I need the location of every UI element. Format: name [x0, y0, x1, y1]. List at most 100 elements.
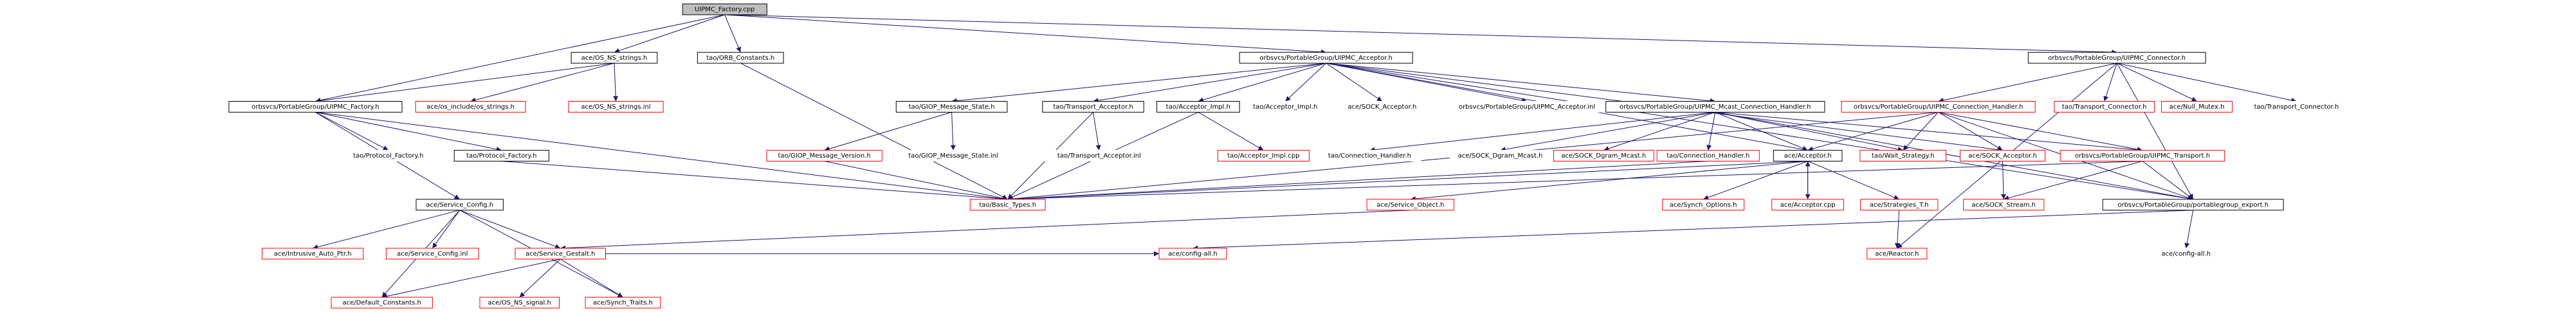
node-label: ace/Intrusive_Auto_Ptr.h [274, 251, 352, 258]
node-protocol-factory-plain[interactable]: tao/Protocol_Factory.h [340, 150, 436, 162]
node-label: tao/Acceptor_Impl.h [1253, 104, 1317, 111]
edge-uipmc_acceptor-to-pg_export [1326, 62, 2193, 201]
edge-acceptor_impl_h-to-acceptor_impl_cpp [1198, 111, 1264, 151]
node-label: orbsvcs/PortableGroup/UIPMC_Mcast_Connec… [1620, 104, 1811, 111]
node-default-constants[interactable]: ace/Default_Constants.h [331, 297, 433, 309]
edge-service_config-to-service_config_inl [432, 210, 461, 249]
node-label: tao/GIOP_Message_Version.h [778, 152, 870, 160]
edge-root-to-uipmc_acceptor [724, 14, 1326, 55]
node-wait-strategy[interactable]: tao/Wait_Strategy.h [1859, 150, 1947, 162]
node-label: tao/Protocol_Factory.h [466, 152, 536, 160]
node-transport-connector-plain[interactable]: tao/Transport_Connector.h [2245, 101, 2348, 113]
node-transport-connector[interactable]: tao/Transport_Connector.h [2054, 101, 2155, 113]
node-label: ace/Service_Gestalt.h [525, 251, 595, 258]
node-label: tao/Transport_Connector.h [2062, 104, 2147, 111]
node-ns-strings-inl[interactable]: ace/OS_NS_strings.inl [568, 101, 664, 113]
node-uipmc-factory-h[interactable]: orbsvcs/PortableGroup/UIPMC_Factory.h [228, 101, 403, 113]
node-basic-types[interactable]: tao/Basic_Types.h [969, 199, 1046, 211]
node-mcast-handler[interactable]: orbsvcs/PortableGroup/UIPMC_Mcast_Connec… [1605, 101, 1825, 113]
node-uipmc-acceptor-inl[interactable]: orbsvcs/PortableGroup/UIPMC_Acceptor.inl [1441, 101, 1612, 113]
node-uipmc-connector[interactable]: orbsvcs/PortableGroup/UIPMC_Connector.h [2027, 51, 2206, 64]
node-uipmc-transport[interactable]: orbsvcs/PortableGroup/UIPMC_Transport.h [2060, 150, 2225, 162]
node-sock-stream[interactable]: ace/SOCK_Stream.h [1963, 199, 2045, 211]
node-box [1859, 150, 1947, 162]
node-label: tao/Acceptor_Impl.cpp [1227, 152, 1299, 160]
node-sock-acceptor-plain[interactable]: ace/SOCK_Acceptor.h [1339, 101, 1425, 113]
edge-mcast_handler-to-sock_dgram_mcast_plain [1500, 111, 1715, 152]
node-label: tao/Connection_Handler.h [1328, 152, 1411, 160]
node-config-all-ext[interactable]: ace/config-all.h [1158, 248, 1227, 260]
node-uipmc-acceptor[interactable]: orbsvcs/PortableGroup/UIPMC_Acceptor.h [1239, 51, 1413, 64]
node-label: ace/OS_NS_strings.inl [581, 104, 650, 111]
node-strategies-t[interactable]: ace/Strategies_T.h [1860, 199, 1939, 211]
node-box [1042, 101, 1144, 113]
node-label: ace/Strategies_T.h [1870, 201, 1929, 208]
edge-uipmc_connector-to-null_mutex [2116, 62, 2197, 102]
node-acceptor-impl-plain[interactable]: tao/Acceptor_Impl.h [1243, 101, 1328, 113]
node-acceptor-impl-h[interactable]: tao/Acceptor_Impl.h [1156, 101, 1240, 113]
node-label: UIPMC_Factory.cpp [695, 6, 754, 14]
edge-ace_sock_acceptor-to-sock_stream [2000, 161, 2006, 199]
node-label: ace/Null_Mutex.h [2170, 104, 2225, 111]
edge-uipmc_factory_h-to-protocol_factory_plain [315, 111, 389, 151]
node-ace-acceptor[interactable]: ace/Acceptor.h [1773, 150, 1843, 162]
edge-uipmc_connector-to-conn_handler [1938, 62, 2117, 103]
node-ns-strings[interactable]: ace/OS_NS_strings.h [571, 51, 658, 64]
node-label: ace/OS_NS_strings.h [581, 55, 648, 62]
node-box [1662, 199, 1745, 211]
edge-uipmc_acceptor-to-acceptor_impl_h [1198, 62, 1326, 103]
node-transport-acceptor[interactable]: tao/Transport_Acceptor.h [1042, 101, 1144, 113]
node-box [2102, 199, 2284, 211]
node-box [568, 101, 664, 113]
node-orb-constants[interactable]: tao/ORB_Constants.h [697, 51, 784, 64]
node-label: ace/SOCK_Stream.h [1971, 201, 2036, 208]
edge-giop_state-to-giop_state_inl [950, 112, 956, 151]
node-connection-handler[interactable]: tao/Connection_Handler.h [1656, 150, 1760, 162]
node-box [897, 150, 1010, 162]
node-label: ace/SOCK_Dgram_Mcast.h [1561, 152, 1646, 160]
node-pg-export[interactable]: orbsvcs/PortableGroup/portablegroup_expo… [2102, 199, 2284, 211]
node-service-object[interactable]: ace/Service_Object.h [1366, 199, 1455, 211]
node-protocol-factory[interactable]: tao/Protocol_Factory.h [453, 150, 549, 162]
node-config-all-plain[interactable]: ace/config-all.h [2153, 248, 2219, 260]
node-service-config[interactable]: ace/Service_Config.h [416, 199, 504, 211]
node-intrusive-auto-ptr[interactable]: ace/Intrusive_Auto_Ptr.h [262, 248, 364, 260]
node-transport-acceptor-inl[interactable]: tao/Transport_Acceptor.inl [1045, 150, 1154, 162]
node-box [262, 248, 364, 260]
node-label: ace/Acceptor.h [1784, 152, 1832, 160]
node-null-mutex[interactable]: ace/Null_Mutex.h [2161, 101, 2233, 113]
node-synch-traits[interactable]: ace/Synch_Traits.h [585, 297, 661, 309]
node-acceptor-impl-cpp[interactable]: tao/Acceptor_Impl.cpp [1217, 150, 1310, 162]
node-sock-dgram-mcast-plain[interactable]: ace/SOCK_Dgram_Mcast.h [1450, 150, 1551, 162]
node-giop-state-inl[interactable]: tao/GIOP_Message_State.inl [897, 150, 1010, 162]
node-box [766, 150, 882, 162]
node-box [340, 150, 436, 162]
node-service-config-inl[interactable]: ace/Service_Config.inl [385, 248, 479, 260]
node-box [1841, 101, 2036, 113]
node-os-ns-signal[interactable]: ace/OS_NS_signal.h [479, 297, 560, 309]
node-label: orbsvcs/PortableGroup/UIPMC_Acceptor.inl [1459, 104, 1595, 111]
node-conn-handler[interactable]: orbsvcs/PortableGroup/UIPMC_Connection_H… [1841, 101, 2036, 113]
node-giop-version[interactable]: tao/GIOP_Message_Version.h [766, 150, 882, 162]
node-service-gestalt[interactable]: ace/Service_Gestalt.h [515, 248, 606, 260]
node-reactor[interactable]: ace/Reactor.h [1867, 248, 1928, 260]
edge-service_config-to-intrusive_auto_ptr [313, 210, 460, 250]
edge-mcast_handler-to-connection_handler_plain [1369, 111, 1715, 152]
edge-protocol_factory-to-basic_types [501, 161, 1008, 202]
node-os-include-strings[interactable]: ace/os_include/os_strings.h [415, 101, 526, 113]
node-acceptor-cpp[interactable]: ace/Acceptor.cpp [1771, 199, 1844, 211]
node-sock-dgram-mcast[interactable]: ace/SOCK_Dgram_Mcast.h [1553, 150, 1654, 162]
node-box [1960, 150, 2045, 162]
node-connection-handler-plain[interactable]: tao/Connection_Handler.h [1318, 150, 1421, 162]
edge-uipmc_acceptor-to-giop_state [951, 62, 1326, 104]
node-box [571, 51, 658, 64]
node-box [1158, 248, 1227, 260]
node-ace-sock-acceptor[interactable]: ace/SOCK_Acceptor.h [1960, 150, 2045, 162]
edge-ace_acceptor-to-basic_types [1007, 161, 1808, 202]
edge-service_gestalt-to-synch_traits [560, 259, 623, 298]
node-synch-options[interactable]: ace/Synch_Options.h [1662, 199, 1745, 211]
edge-service_gestalt-to-default_constants [381, 259, 561, 299]
node-label: orbsvcs/PortableGroup/UIPMC_Acceptor.h [1259, 55, 1393, 62]
node-giop-state[interactable]: tao/GIOP_Message_State.h [895, 101, 1008, 113]
